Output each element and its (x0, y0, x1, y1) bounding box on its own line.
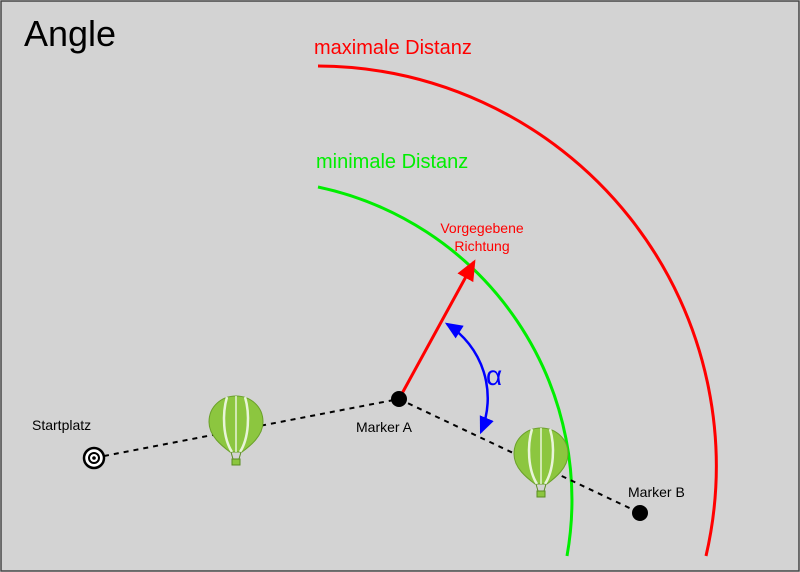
direction-arrow (397, 259, 476, 400)
direction-label-line2: Richtung (454, 238, 509, 254)
hot-air-balloon-icon (513, 427, 569, 498)
angle-arc (444, 322, 494, 435)
target-icon (82, 446, 106, 470)
start-label: Startplatz (32, 417, 91, 433)
direction-label-line1: Vorgegebene (440, 220, 524, 236)
max-distance-label: maximale Distanz (314, 37, 472, 59)
alpha-label: α (486, 360, 502, 391)
marker-b-label: Marker B (628, 484, 685, 500)
marker-a-dot (391, 391, 407, 407)
max-distance-arc (317, 64, 718, 557)
marker-b-dot (632, 505, 648, 521)
min-distance-arc (317, 185, 574, 557)
diagram-title: Angle (24, 13, 116, 54)
hot-air-balloon-icon (208, 395, 264, 466)
marker-a-label: Marker A (356, 419, 413, 435)
min-distance-label: minimale Distanz (316, 151, 468, 173)
